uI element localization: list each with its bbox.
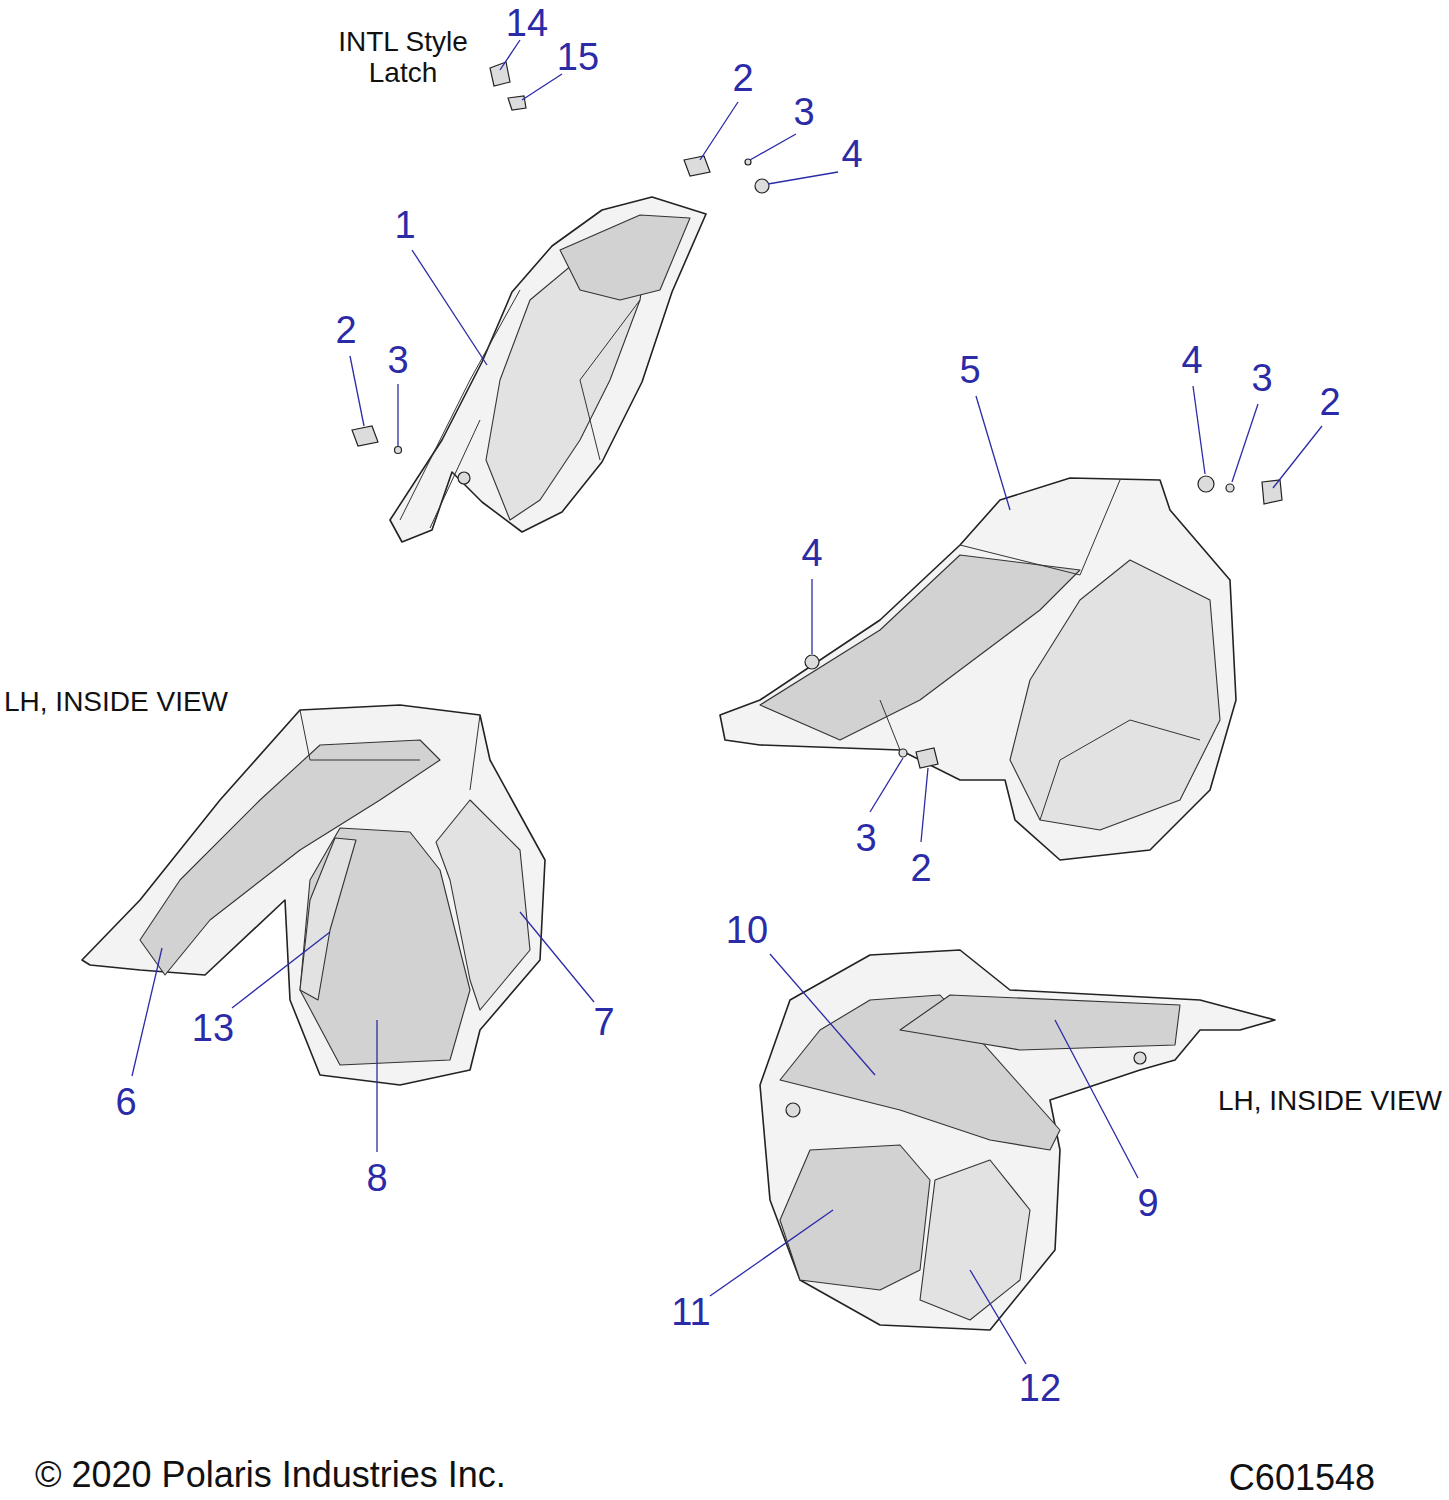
washer (1226, 484, 1234, 492)
fender-shell (390, 197, 706, 542)
copyright-note: © 2020 Polaris Industries Inc. (35, 1455, 506, 1495)
fender-edge (400, 290, 640, 528)
leader-line (397, 384, 398, 446)
leader-line (750, 134, 796, 160)
mount-hole (786, 1103, 800, 1117)
push-rivet (352, 426, 378, 446)
callout-number: 2 (335, 309, 356, 352)
push-rivet (916, 748, 938, 768)
leader-line (412, 250, 487, 365)
mount-hole (1134, 1052, 1146, 1064)
liner-panel (920, 1160, 1030, 1320)
callout-number: 11 (671, 1291, 710, 1334)
callout-number: 4 (841, 133, 862, 176)
fender-shell (720, 478, 1236, 860)
fastener-group (352, 62, 769, 454)
callout-number: 2 (1319, 381, 1340, 424)
latch-note: INTL Style Latch (318, 26, 488, 89)
callout-number: 12 (1019, 1367, 1061, 1410)
callout-number: 3 (387, 339, 408, 382)
leader-line (1193, 386, 1205, 474)
callout-number: 8 (366, 1157, 387, 1200)
leader-line (520, 912, 594, 1002)
leader-line (500, 40, 520, 70)
leader-line (350, 356, 364, 426)
fender-upper (390, 197, 706, 542)
leader-line (970, 1270, 1026, 1364)
push-rivet (1262, 480, 1282, 504)
callout-number: 10 (726, 909, 768, 952)
leader-line (770, 954, 875, 1075)
callout-number: 2 (910, 847, 931, 890)
fender-shell (760, 950, 1275, 1330)
fender-panel (760, 555, 1080, 740)
leader-line (522, 74, 562, 100)
leader-line (811, 579, 812, 654)
latch (490, 62, 510, 86)
view-note: LH, INSIDE VIEW (1218, 1085, 1442, 1116)
nut (805, 655, 819, 669)
leader-line (921, 768, 928, 842)
leader-line (132, 948, 162, 1076)
push-rivet (684, 156, 710, 176)
callout-number: 9 (1137, 1182, 1158, 1225)
callout-number: 15 (557, 36, 599, 79)
view-note: LH, INSIDE VIEW (4, 686, 228, 717)
leader-line (710, 1210, 833, 1296)
callout-number: 14 (506, 2, 548, 45)
callout-number: 3 (793, 91, 814, 134)
leader-line (232, 932, 330, 1008)
callout-number: 3 (1251, 357, 1272, 400)
callout-number: 6 (115, 1081, 136, 1124)
liner-panel (900, 995, 1180, 1050)
fender-shell (82, 705, 545, 1085)
callout-number: 3 (855, 817, 876, 860)
fender-edge (300, 710, 480, 790)
fender-inside-right (760, 950, 1275, 1330)
latch-pin (508, 96, 526, 110)
callout-number: 7 (593, 1001, 614, 1044)
fender-right (720, 476, 1282, 860)
leader-lines (132, 40, 1322, 1364)
leader-line (700, 102, 738, 160)
fender-inside-left (82, 705, 545, 1085)
callout-number: 4 (1181, 339, 1202, 382)
callout-number: 1 (394, 204, 415, 247)
leader-line (1232, 404, 1258, 482)
nut (755, 179, 769, 193)
nut (1198, 476, 1214, 492)
nut (458, 472, 470, 484)
callout-number: 13 (192, 1007, 234, 1050)
callout-number: 5 (959, 349, 980, 392)
liner-panel (780, 1145, 930, 1290)
leader-line (976, 396, 1010, 510)
leader-line (768, 172, 838, 184)
leader-line (870, 758, 903, 812)
drawing-number: C601548 (1229, 1458, 1375, 1498)
callout-number: 2 (732, 57, 753, 100)
liner-panel (300, 838, 356, 1000)
washer (395, 447, 402, 454)
callout-number: 4 (801, 532, 822, 575)
leader-line (376, 1020, 377, 1152)
fender-panel (560, 215, 690, 300)
leader-line (1273, 426, 1322, 488)
washer (899, 749, 907, 757)
liner-panel (436, 800, 530, 1010)
leader-line (1055, 1020, 1138, 1178)
